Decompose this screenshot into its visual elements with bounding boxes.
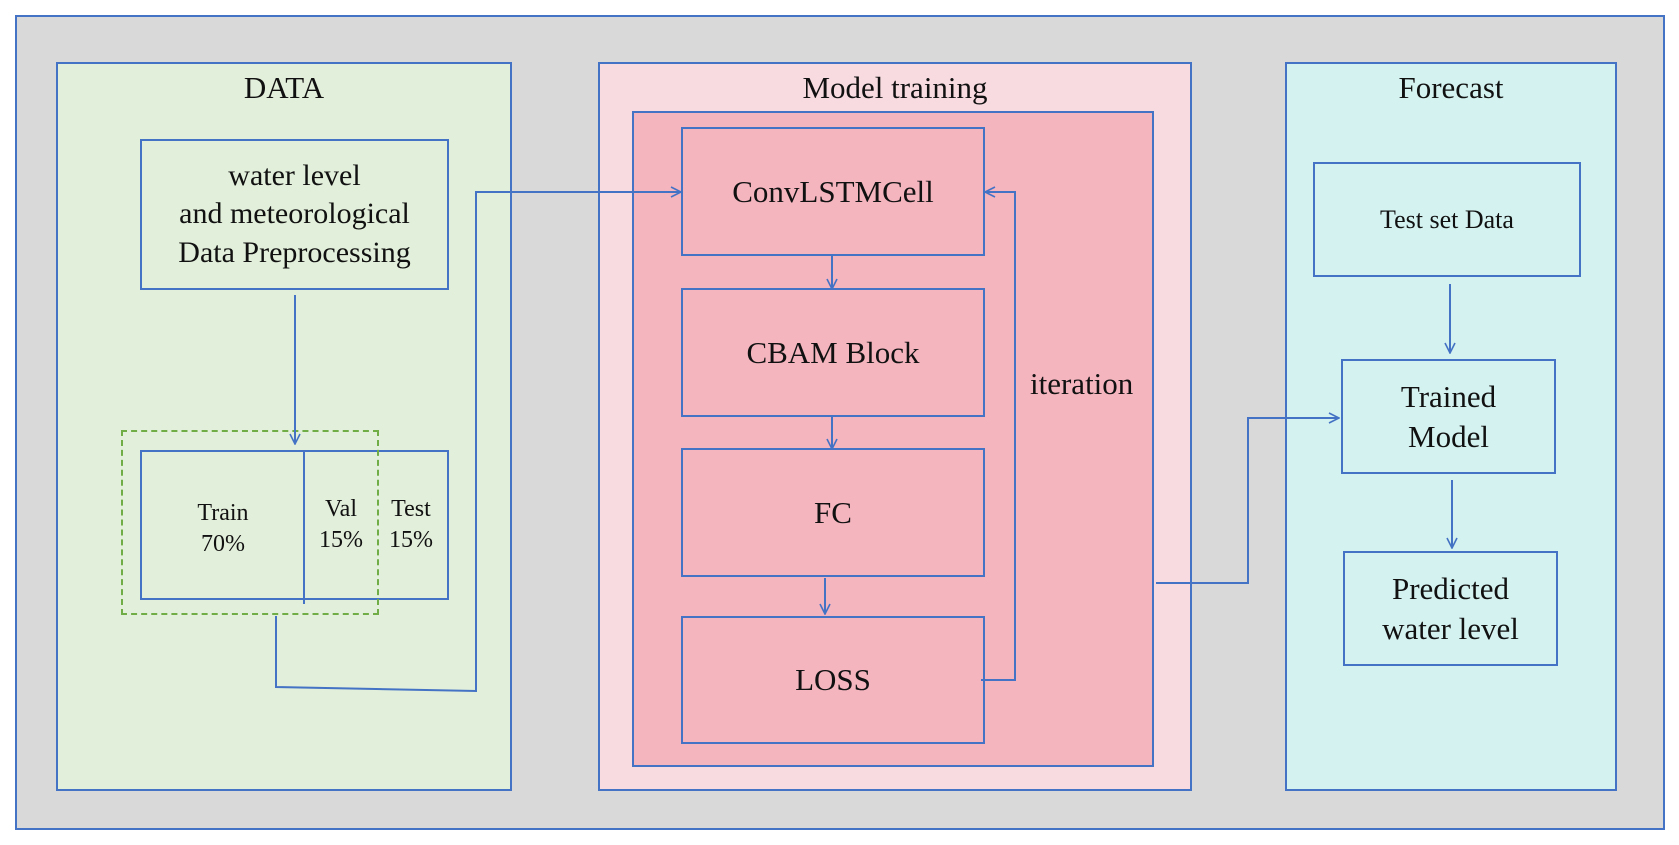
forecast-panel-title: Forecast <box>1398 70 1504 105</box>
fc-block: FC <box>681 448 985 577</box>
train-split-label: Train 70% <box>197 500 249 558</box>
data-panel-title: DATA <box>243 70 325 105</box>
preprocessing-box: water level and meteorological Data Prep… <box>140 139 449 290</box>
trained-model-box: Trained Model <box>1341 359 1556 474</box>
cbam-block: CBAM Block <box>681 288 985 417</box>
test-split-label: Test 15% <box>389 496 433 554</box>
test-set-data-box: Test set Data <box>1313 162 1581 277</box>
training-panel-title: Model training <box>802 70 988 105</box>
convlstm-cell-block: ConvLSTMCell <box>681 127 985 256</box>
iteration-label: iteration <box>1030 366 1134 401</box>
predicted-water-level-box: Predicted water level <box>1343 551 1558 666</box>
train-val-selection <box>121 430 379 615</box>
loss-block: LOSS <box>681 616 985 744</box>
